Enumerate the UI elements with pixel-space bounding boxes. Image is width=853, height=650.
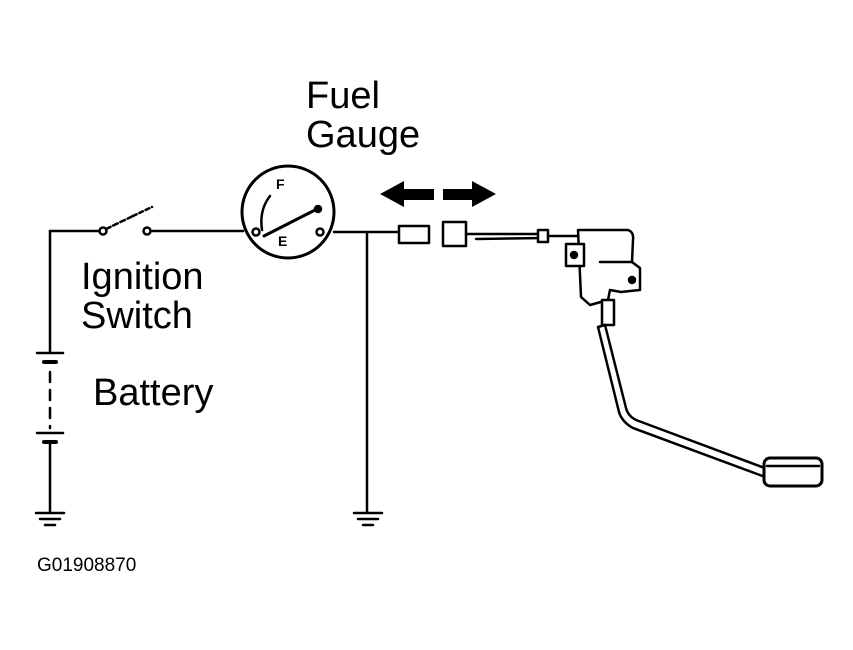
- gauge-terminal-right: [315, 227, 325, 237]
- arrow-left: [380, 181, 434, 207]
- gauge-full-mark: F: [276, 176, 285, 192]
- fuel-gauge-label-line1: Fuel: [306, 75, 380, 117]
- gauge-needle-tip: [313, 204, 323, 214]
- float-movement-arrows: [380, 181, 496, 207]
- switch-contact-right: [142, 226, 152, 236]
- gauge-needle: [262, 207, 319, 238]
- sender-arm-pivot: [600, 298, 616, 327]
- sender-lead-wire-b: [474, 236, 547, 241]
- switch-contact-left: [98, 226, 108, 236]
- switch-blade-tip: [131, 205, 154, 218]
- sender-ground-symbol: [352, 511, 384, 527]
- sender-mount-hole-left: [569, 250, 579, 260]
- figure-code: G01908870: [37, 555, 137, 576]
- connector-male: [397, 224, 431, 245]
- connector-female: [441, 220, 468, 248]
- fuel-sender-unit: [564, 228, 642, 327]
- sender-body-outline: [576, 228, 642, 307]
- ignition-switch-label-line1: Ignition: [81, 256, 204, 298]
- ignition-switch-label-line2: Switch: [81, 295, 193, 337]
- fuel-float: [762, 456, 824, 488]
- gauge-empty-mark: E: [278, 233, 288, 249]
- fuel-gauge-dial: [240, 164, 336, 260]
- float-arm: [596, 323, 772, 480]
- ignition-switch-symbol: [98, 205, 154, 236]
- battery-ground-symbol: [34, 511, 66, 527]
- arrow-right: [443, 181, 496, 207]
- battery-symbol: [35, 351, 65, 514]
- gauge-terminal-left: [251, 227, 261, 237]
- sender-mount-hole-right: [627, 275, 637, 285]
- gauge-scale-arc: [260, 194, 272, 232]
- battery-label: Battery: [93, 372, 214, 414]
- switch-blade: [104, 214, 135, 231]
- fuel-gauge-label-line2: Gauge: [306, 114, 421, 156]
- sender-lead-clamp: [536, 228, 550, 244]
